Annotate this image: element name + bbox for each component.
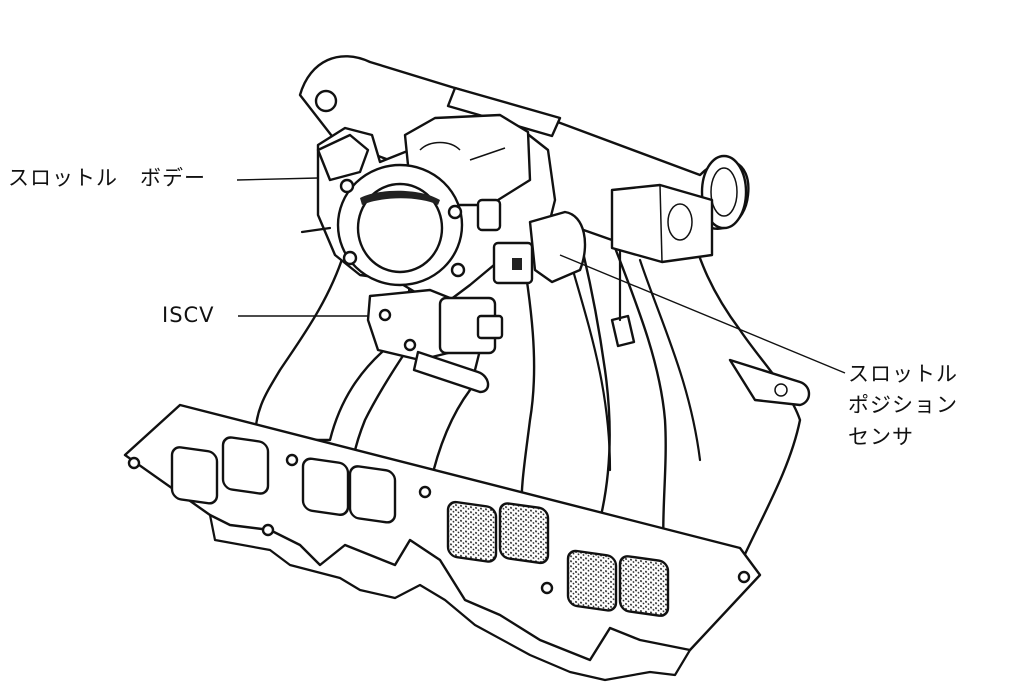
flange-bolt-hole [737, 570, 751, 584]
leader-throttle-body [236, 177, 319, 181]
plenum-boss [314, 89, 338, 113]
flange-lower-edge [208, 513, 692, 682]
throttle-bore [356, 182, 444, 274]
iscv-pipe [412, 350, 490, 394]
tps-connector-latch [512, 258, 522, 270]
plenum-outlet-inner [710, 167, 738, 217]
tps-label-line3: センサ [848, 425, 914, 449]
flange-bolt-hole [127, 456, 141, 470]
throttle-top-fitting [476, 198, 502, 232]
throttle-body-label: スロットル ボデー [8, 166, 206, 190]
flange-bolt-hole [261, 523, 275, 537]
throttle-bolt [342, 250, 358, 266]
port-8 [618, 555, 670, 617]
port-4 [348, 465, 397, 524]
port-2 [221, 436, 270, 495]
tps-body [528, 210, 587, 284]
flange-bolt-hole [418, 485, 432, 499]
throttle-bolt [447, 204, 463, 220]
throttle-top-detail [419, 141, 506, 161]
tps-label-line1: スロットル [848, 362, 958, 386]
throttle-plate [360, 190, 440, 205]
throttle-stub [300, 226, 332, 234]
square-boss-edge [659, 184, 663, 263]
throttle-bolt [339, 178, 355, 194]
iscv-bolt [403, 338, 417, 352]
iscv-label: ISCV [162, 303, 215, 327]
iscv-connector [476, 314, 504, 340]
leader-tps [559, 254, 846, 374]
tps-label-line2: ポジション [848, 393, 958, 417]
port-7 [566, 549, 618, 612]
iscv-body [366, 288, 462, 362]
port-3 [301, 457, 350, 516]
mount-bracket-hole [774, 383, 788, 397]
flange-bolt-hole [540, 581, 554, 595]
square-boss-hole [667, 203, 693, 241]
port-1 [170, 446, 219, 505]
mount-bracket [728, 358, 811, 407]
plenum-top-rib [446, 86, 562, 138]
runner-rib-b [638, 258, 702, 462]
flange-bolt-hole [285, 453, 299, 467]
port-5 [446, 500, 498, 563]
rod-boss [610, 314, 636, 348]
throttle-linkage [316, 133, 370, 182]
iscv-bolt [378, 308, 392, 322]
runner-rib-a [568, 258, 612, 472]
throttle-bolt [450, 262, 466, 278]
port-6 [498, 502, 550, 565]
